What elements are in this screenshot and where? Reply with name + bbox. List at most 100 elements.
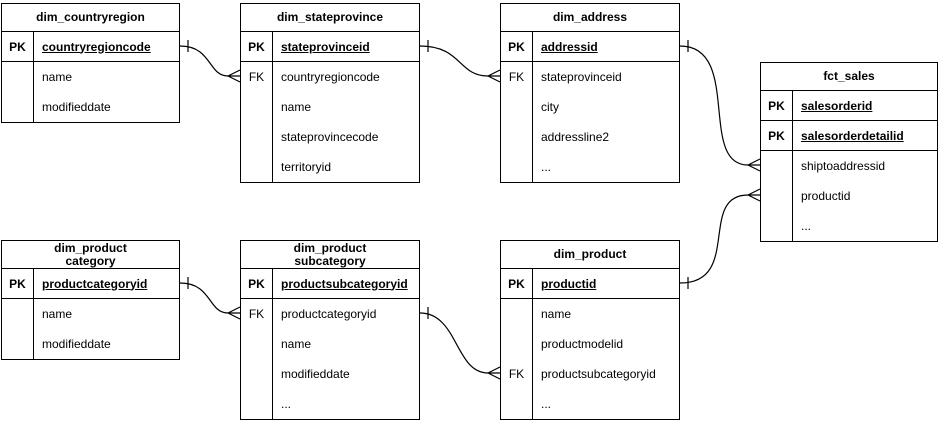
attribute-row[interactable]: PK countryregioncode [2, 32, 179, 62]
attribute-name: productid [541, 276, 597, 291]
cardinality-many-crowfoot [487, 366, 501, 380]
key-label: PK [2, 269, 34, 298]
attribute-row[interactable]: name [2, 62, 179, 92]
attribute-name: productsubcategoryid [541, 367, 656, 381]
attribute-row[interactable]: FK stateprovinceid [501, 62, 679, 92]
key-label-empty [2, 92, 34, 122]
key-label-empty [241, 329, 273, 359]
connector-dim_countryregion-dim_stateprovince[interactable] [179, 40, 241, 83]
key-label-empty [2, 329, 34, 359]
key-label: PK [2, 32, 34, 61]
key-label-empty [241, 389, 273, 419]
attribute-name: salesorderdetailid [801, 128, 904, 143]
key-label: FK [501, 359, 533, 389]
key-label-empty [761, 181, 793, 211]
entity-title: fct_sales [761, 63, 937, 91]
attribute-name: name [42, 70, 73, 84]
attribute-name: productcategoryid [42, 276, 148, 291]
attribute-name: modifieddate [42, 337, 111, 351]
connector-dim_productsubcategory-dim_product[interactable] [419, 307, 501, 380]
attribute-name: name [281, 337, 312, 351]
cardinality-many-crowfoot [227, 69, 241, 83]
attribute-row[interactable]: stateprovincecode [241, 122, 419, 152]
connector-dim_stateprovince-dim_address[interactable] [419, 40, 501, 83]
entity-title: dim_product category [2, 241, 179, 269]
attribute-name: productmodelid [541, 337, 624, 351]
attribute-row[interactable]: city [501, 92, 679, 122]
connector-dim_productcategory-dim_productsubcategory[interactable] [179, 277, 241, 320]
connector-dim_product-fct_sales[interactable] [679, 188, 761, 289]
attribute-row[interactable]: modifieddate [2, 329, 179, 359]
attribute-row[interactable]: territoryid [241, 152, 419, 182]
attribute-row[interactable]: PK salesorderdetailid [761, 121, 937, 151]
connector-dim_address-fct_sales[interactable] [679, 40, 761, 172]
key-label: PK [761, 91, 793, 120]
key-label: PK [501, 32, 533, 61]
attribute-name: addressline2 [541, 130, 610, 144]
attribute-name: productid [801, 189, 851, 203]
attribute-row[interactable]: name [241, 92, 419, 122]
attribute-row[interactable]: PK stateprovinceid [241, 32, 419, 62]
key-label: PK [241, 32, 273, 61]
cardinality-many-crowfoot [747, 188, 761, 202]
key-label-empty [761, 151, 793, 181]
attribute-name: ... [801, 219, 812, 233]
attribute-name: productsubcategoryid [281, 276, 408, 291]
attribute-name: modifieddate [42, 100, 111, 114]
attribute-row[interactable]: ... [241, 389, 419, 419]
attribute-name: stateprovinceid [541, 70, 622, 84]
attribute-row[interactable]: PK salesorderid [761, 91, 937, 121]
attribute-name: stateprovinceid [281, 39, 370, 54]
attribute-row[interactable]: ... [761, 211, 937, 241]
attribute-row[interactable]: ... [501, 389, 679, 419]
attribute-name: countryregioncode [281, 70, 380, 84]
attribute-name: productcategoryid [281, 307, 377, 321]
key-label: PK [761, 121, 793, 150]
key-label-empty [241, 152, 273, 182]
attribute-row[interactable]: productid [761, 181, 937, 211]
attribute-name: ... [281, 397, 292, 411]
attribute-row[interactable]: modifieddate [241, 359, 419, 389]
attribute-row[interactable]: shiptoaddressid [761, 151, 937, 181]
attribute-name: ... [541, 397, 552, 411]
attribute-name: name [281, 100, 312, 114]
attribute-row[interactable]: FK productsubcategoryid [501, 359, 679, 389]
cardinality-many-crowfoot [227, 306, 241, 320]
attribute-row[interactable]: name [241, 329, 419, 359]
attribute-name: salesorderid [801, 98, 873, 113]
attribute-row[interactable]: PK productcategoryid [2, 269, 179, 299]
attribute-row[interactable]: PK productsubcategoryid [241, 269, 419, 299]
attribute-row[interactable]: modifieddate [2, 92, 179, 122]
key-label-empty [501, 152, 533, 182]
attribute-row[interactable]: name [2, 299, 179, 329]
attribute-name: name [541, 307, 572, 321]
attribute-row[interactable]: name [501, 299, 679, 329]
attribute-name: ... [541, 160, 552, 174]
key-label: FK [501, 62, 533, 92]
key-label: PK [241, 269, 273, 298]
attribute-row[interactable]: FK countryregioncode [241, 62, 419, 92]
key-label-empty [2, 299, 34, 329]
attribute-name: addressid [541, 39, 598, 54]
attribute-row[interactable]: PK addressid [501, 32, 679, 62]
entity-title: dim_address [501, 4, 679, 32]
key-label: FK [241, 62, 273, 92]
attribute-row[interactable]: addressline2 [501, 122, 679, 152]
attribute-name: countryregioncode [42, 39, 151, 54]
attribute-row[interactable]: productmodelid [501, 329, 679, 359]
entity-title: dim_stateprovince [241, 4, 419, 32]
attribute-row[interactable]: ... [501, 152, 679, 182]
cardinality-many-crowfoot [747, 158, 761, 172]
key-label-empty [2, 62, 34, 92]
cardinality-many-crowfoot [487, 69, 501, 83]
